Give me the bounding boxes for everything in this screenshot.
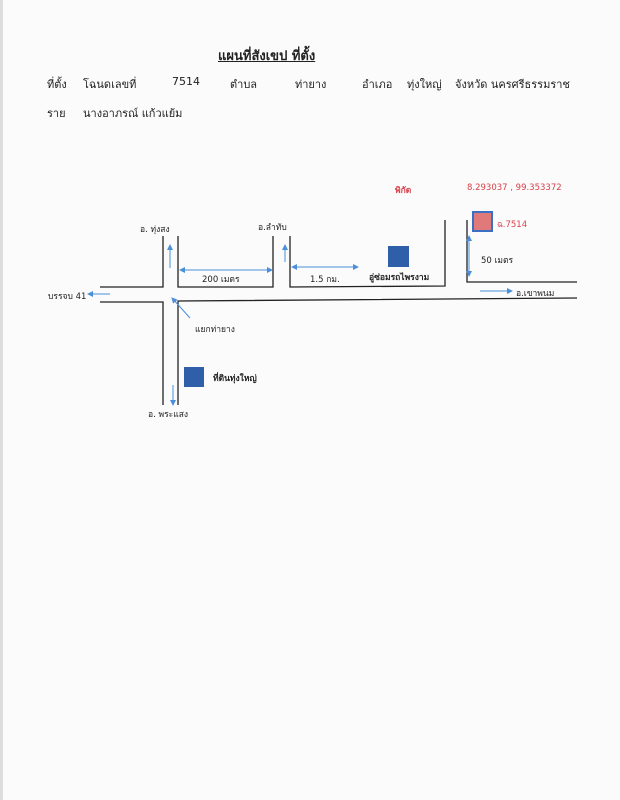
label-phra-saeng: อ. พระแสง	[148, 410, 189, 420]
scan-edge	[0, 0, 3, 800]
road-edge	[100, 301, 164, 405]
road-edge	[289, 220, 446, 288]
label-50m: 50 เมตร	[481, 256, 514, 266]
label-garage: อู่ซ่อมรถไพรงาม	[369, 273, 430, 283]
road-edge	[177, 297, 578, 405]
garage-marker	[388, 246, 409, 267]
deed-number: 7514	[172, 75, 200, 88]
owner-name: นางอาภรณ์ แก้วแย้ม	[83, 107, 183, 120]
thung-yai-land-marker	[184, 367, 204, 387]
district: ทุ่งใหญ่	[407, 78, 442, 91]
label-khao-phanom: อ.เขาพนม	[516, 289, 555, 299]
deed-7514-marker	[472, 211, 493, 232]
roads	[100, 220, 578, 405]
subdistrict-label: ตำบล	[230, 78, 258, 91]
page-title: แผนที่สังเขป ที่ตั้ง	[218, 49, 316, 64]
owner-label: ราย	[47, 107, 66, 120]
label-tha-yang-junction: แยกท่ายาง	[195, 325, 235, 335]
label-thung-song: อ. ทุ่งสง	[140, 225, 170, 235]
label-deed-7514: ฉ.7514	[497, 220, 528, 230]
province: จังหวัด นครศรีธรรมราช	[455, 78, 570, 91]
coords-value: 8.293037 , 99.353372	[467, 183, 562, 193]
road-edge	[100, 236, 164, 288]
road-edge	[177, 236, 274, 288]
label-lam-thap: อ.ลำทับ	[258, 223, 287, 233]
location-label: ที่ตั้ง	[47, 78, 67, 91]
label-thung-yai-land: ที่ดินทุ่งใหญ่	[213, 374, 257, 384]
label-junction-41: บรรจบ 41	[48, 292, 87, 302]
coord-label: พิกัด	[395, 186, 412, 196]
label-1-5km: 1.5 กม.	[310, 275, 340, 285]
label-200m: 200 เมตร	[202, 275, 240, 285]
deed-label: โฉนดเลขที่	[83, 78, 137, 91]
arrow-tha-yang-junction	[171, 297, 191, 319]
subdistrict: ท่ายาง	[295, 78, 327, 91]
district-label: อำเภอ	[362, 78, 393, 91]
